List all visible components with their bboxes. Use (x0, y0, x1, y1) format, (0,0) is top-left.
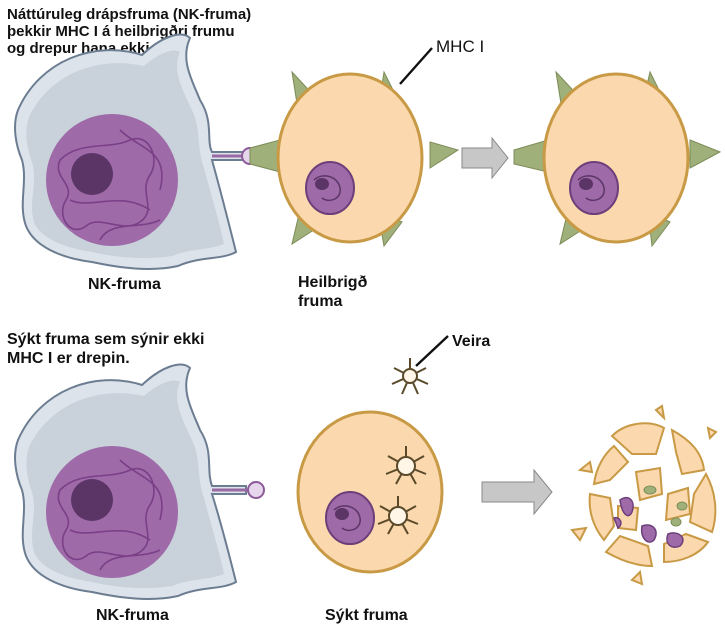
lysed-cell (570, 404, 718, 586)
infected-cell (296, 410, 444, 574)
nk-cell-label-bottom: NK-fruma (96, 607, 169, 624)
bottom-caption-line-1: Sýkt fruma sem sýnir ekki (7, 331, 205, 348)
lysed-virus-particles (643, 485, 688, 527)
healthy-cell-label: Heilbrigð fruma (298, 273, 367, 311)
nk-nucleolus-top (71, 153, 113, 195)
nk-cell-top (14, 33, 259, 270)
free-virus (391, 335, 449, 395)
internal-virus-1 (385, 446, 427, 485)
healthy-cell-after (513, 70, 722, 248)
nk-receptor-bottom (247, 481, 265, 499)
infected-cell-label: Sýkt fruma (325, 607, 408, 624)
mhc-label: MHC I (436, 37, 485, 56)
nk-nucleus-bottom (46, 446, 178, 578)
healthy-cell-label-line-2: fruma (298, 293, 343, 310)
bottom-caption-line-2: MHC I er drepin. (7, 350, 130, 367)
lysed-cell-debris (613, 496, 684, 548)
nk-cell-label-top: NK-fruma (88, 276, 161, 293)
bottom-caption: Sýkt fruma sem sýnir ekki MHC I er drepi… (7, 330, 204, 368)
virus-pointer-line (415, 335, 449, 367)
arrow-bottom (481, 468, 553, 516)
top-caption-line-1: Náttúruleg drápsfruma (NK-fruma) (7, 6, 252, 23)
nk-cell-bottom (14, 363, 265, 600)
internal-virus-2 (377, 496, 419, 535)
nk-nucleolus-bottom (71, 479, 113, 521)
mhc-pointer-line (399, 47, 433, 85)
virus-label: Veira (452, 333, 491, 350)
healthy-cell-label-line-1: Heilbrigð (298, 274, 368, 291)
arrow-top (461, 136, 509, 180)
healthy-cell (249, 47, 460, 248)
